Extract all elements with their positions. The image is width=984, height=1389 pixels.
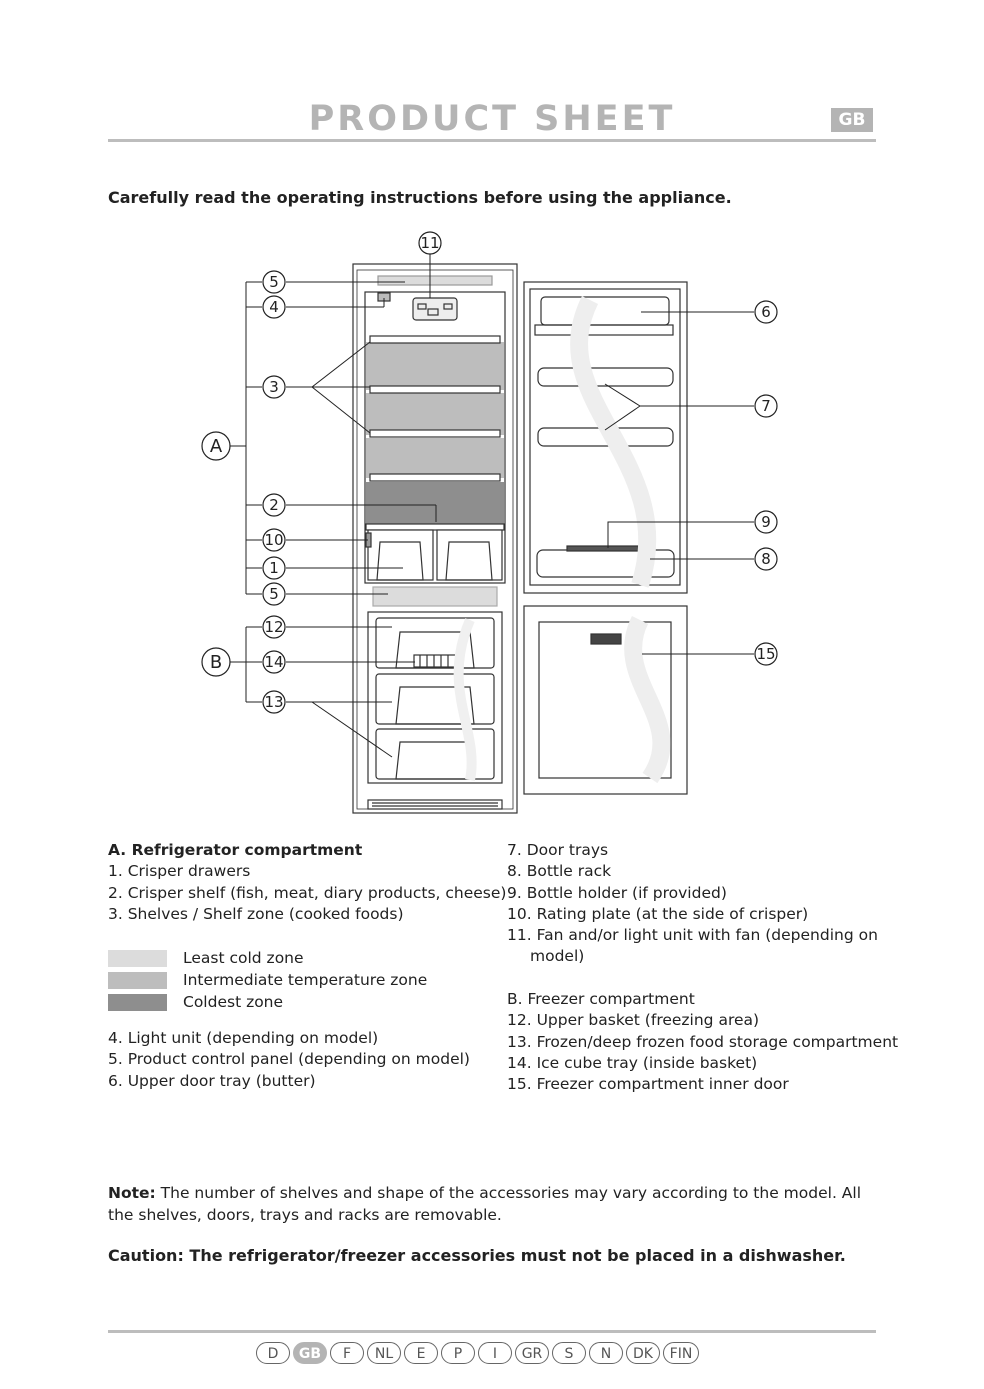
legend-swatch bbox=[108, 993, 167, 1011]
callout-label: 10 bbox=[264, 531, 283, 549]
list-item: 12. Upper basket (freezing area) bbox=[507, 1011, 760, 1030]
lang-i[interactable]: I bbox=[478, 1342, 512, 1364]
list-item: 14. Ice cube tray (inside basket) bbox=[507, 1053, 758, 1072]
callout-label: 9 bbox=[761, 513, 771, 531]
refrigerator-diagram: 11 5 4 3 A 2 10 1 5 12 14 B 13 6 7 9 8 1… bbox=[201, 231, 778, 814]
legend-label: Least cold zone bbox=[183, 949, 304, 967]
list-item: 7. Door trays bbox=[507, 841, 609, 859]
lang-e[interactable]: E bbox=[404, 1342, 438, 1364]
header-rule bbox=[108, 139, 876, 142]
list-item: 8. Bottle rack bbox=[507, 862, 612, 881]
note-paragraph: Note: The number of shelves and shape of… bbox=[108, 1182, 868, 1226]
lang-f[interactable]: F bbox=[330, 1342, 364, 1364]
callout-label: 2 bbox=[269, 496, 279, 514]
list-item: 10. Rating plate (at the side of crisper… bbox=[507, 904, 809, 923]
legend-item: Coldest zone bbox=[108, 991, 427, 1013]
footer-rule bbox=[108, 1330, 876, 1333]
freezer-list: B. Freezer compartment 12. Upper basket … bbox=[507, 989, 898, 1095]
lang-gb[interactable]: GB bbox=[293, 1342, 327, 1364]
section-heading: A. Refrigerator compartment bbox=[108, 841, 363, 859]
callout-label: B bbox=[210, 652, 222, 673]
callout-label: 14 bbox=[264, 653, 283, 671]
callout-label: 5 bbox=[269, 585, 279, 603]
refrigerator-list: A. Refrigerator compartment 1. Crisper d… bbox=[108, 840, 506, 925]
callout-label: 11 bbox=[420, 234, 439, 252]
callout-label: 13 bbox=[264, 693, 283, 711]
callout-label: 1 bbox=[269, 559, 279, 577]
caution-text: Caution: The refrigerator/freezer access… bbox=[108, 1246, 846, 1265]
callout-label: 15 bbox=[756, 645, 775, 663]
callout-label: 5 bbox=[269, 273, 279, 291]
list-item: 11. Fan and/or light unit with fan (depe… bbox=[507, 926, 878, 945]
note-text: The number of shelves and shape of the a… bbox=[108, 1184, 862, 1224]
lang-nl[interactable]: NL bbox=[367, 1342, 401, 1364]
lang-d[interactable]: D bbox=[256, 1342, 290, 1364]
list-item: 2. Crisper shelf (fish, meat, diary prod… bbox=[108, 883, 507, 902]
callout-label: 12 bbox=[264, 618, 283, 636]
callout-label: A bbox=[210, 436, 223, 457]
list-item: 4. Light unit (depending on model) bbox=[108, 1029, 379, 1047]
list-item: 9. Bottle holder (if provided) bbox=[507, 883, 727, 902]
lang-s[interactable]: S bbox=[552, 1342, 586, 1364]
callout-label: 3 bbox=[269, 378, 279, 396]
note-label: Note: bbox=[108, 1184, 156, 1202]
door-list: 7. Door trays 8. Bottle rack 9. Bottle h… bbox=[507, 840, 878, 968]
callout-label: 4 bbox=[269, 298, 279, 316]
page-title: PRODUCT SHEET bbox=[308, 99, 676, 139]
lang-p[interactable]: P bbox=[441, 1342, 475, 1364]
intro-text: Carefully read the operating instruction… bbox=[108, 188, 732, 207]
list-item-continued: model) bbox=[530, 947, 585, 966]
callout-label: 6 bbox=[761, 303, 771, 321]
list-item: 6. Upper door tray (butter) bbox=[108, 1071, 316, 1090]
language-badge: GB bbox=[831, 108, 873, 132]
legend-swatch bbox=[108, 949, 167, 967]
lang-dk[interactable]: DK bbox=[626, 1342, 660, 1364]
callout-label: 7 bbox=[761, 397, 771, 415]
language-selector: D GB F NL E P I GR S N DK FIN bbox=[256, 1342, 699, 1364]
legend-item: Intermediate temperature zone bbox=[108, 969, 427, 991]
list-item: 3. Shelves / Shelf zone (cooked foods) bbox=[108, 904, 404, 923]
lang-n[interactable]: N bbox=[589, 1342, 623, 1364]
zone-legend: Least cold zone Intermediate temperature… bbox=[108, 947, 427, 1013]
legend-label: Coldest zone bbox=[183, 993, 284, 1011]
lang-fin[interactable]: FIN bbox=[663, 1342, 699, 1364]
legend-swatch bbox=[108, 971, 167, 989]
refrigerator-list-continued: 4. Light unit (depending on model) 5. Pr… bbox=[108, 1028, 470, 1092]
callout-label: 8 bbox=[761, 550, 771, 568]
list-item: B. Freezer compartment bbox=[507, 990, 695, 1008]
legend-label: Intermediate temperature zone bbox=[183, 971, 428, 989]
list-item: 15. Freezer compartment inner door bbox=[507, 1075, 789, 1094]
list-item: 13. Frozen/deep frozen food storage comp… bbox=[507, 1032, 899, 1051]
legend-item: Least cold zone bbox=[108, 947, 427, 969]
list-item: 5. Product control panel (depending on m… bbox=[108, 1050, 470, 1069]
list-item: 1. Crisper drawers bbox=[108, 862, 251, 881]
lang-gr[interactable]: GR bbox=[515, 1342, 549, 1364]
